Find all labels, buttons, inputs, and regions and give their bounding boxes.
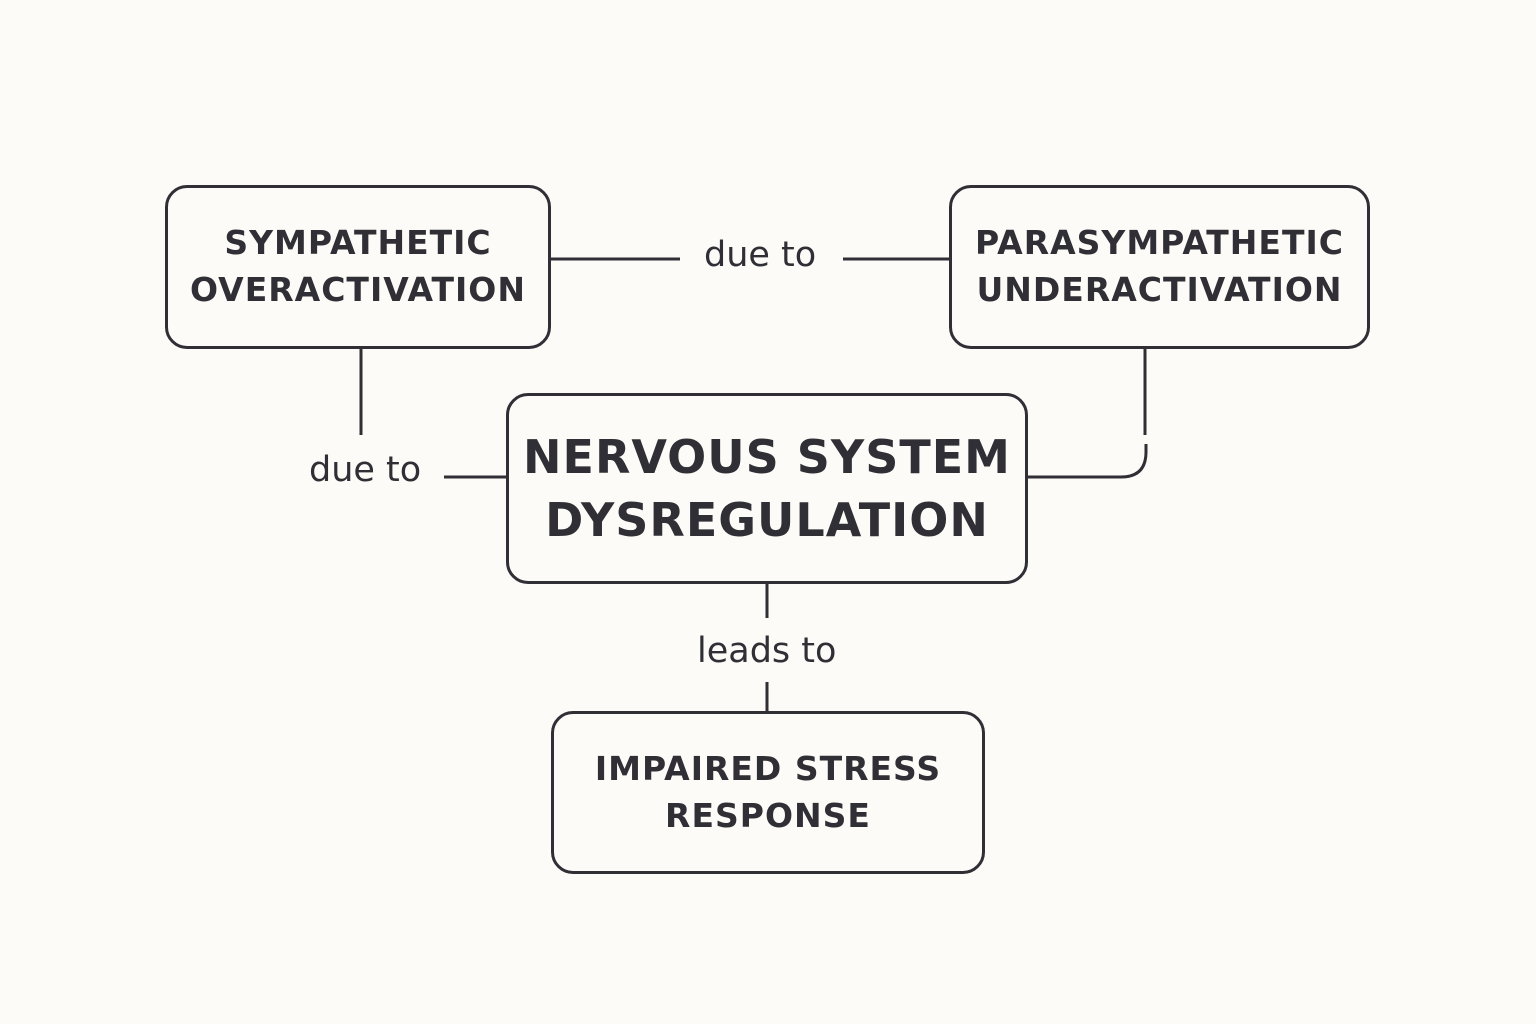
node-sympathetic-overactivation: SYMPATHETIC OVERACTIVATION xyxy=(165,185,551,349)
node-impaired-stress-response: IMPAIRED STRESS RESPONSE xyxy=(551,711,985,874)
node-nervous-line1: NERVOUS SYSTEM xyxy=(523,430,1011,485)
node-nervous-line2: DYSREGULATION xyxy=(545,492,989,547)
node-parasympathetic-line1: PARASYMPATHETIC xyxy=(975,223,1344,263)
edge-label-due-to-left: due to xyxy=(309,450,422,490)
node-parasympathetic-underactivation: PARASYMPATHETIC UNDERACTIVATION xyxy=(949,185,1370,349)
node-impaired-line1: IMPAIRED STRESS xyxy=(594,748,942,788)
node-sympathetic-line2: OVERACTIVATION xyxy=(190,270,526,309)
node-nervous-system-dysregulation: NERVOUS SYSTEM DYSREGULATION xyxy=(506,393,1028,584)
node-sympathetic-line1: SYMPATHETIC xyxy=(224,223,492,263)
node-impaired-line2: RESPONSE xyxy=(665,795,871,835)
edge-label-due-to-top: due to xyxy=(704,235,817,275)
edge-label-leads-to: leads to xyxy=(697,631,837,671)
node-parasympathetic-line2: UNDERACTIVATION xyxy=(976,270,1343,309)
connector-parasympathetic-to-nervous xyxy=(1028,349,1148,479)
